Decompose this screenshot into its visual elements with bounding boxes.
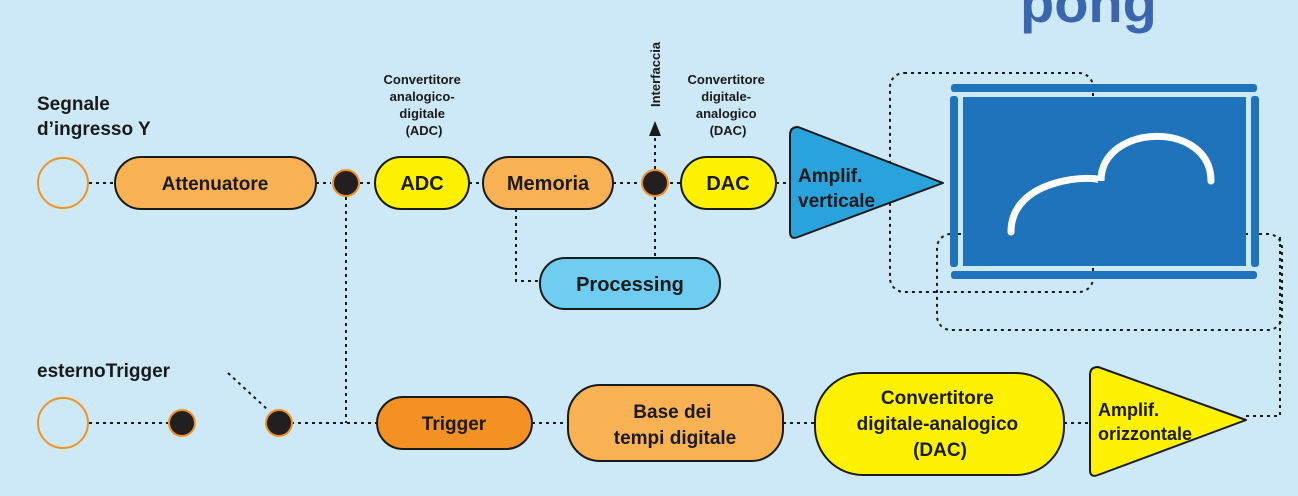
dac-label: DAC [706, 173, 749, 195]
sine-wave-trace [1007, 132, 1215, 236]
timebase-label: Base dei tempi digitale [614, 402, 736, 449]
attenuator-label: Attenuatore [162, 174, 269, 195]
trigger-block: Trigger [376, 396, 533, 450]
dac-block: DAC [680, 156, 777, 210]
external-trigger-terminal [37, 397, 89, 449]
interface-arrow [649, 121, 661, 136]
memory-block: Memoria [482, 156, 614, 210]
right-deflection-plate [1251, 96, 1259, 267]
processing-block: Processing [539, 257, 721, 310]
adc-block: ADC [374, 156, 470, 210]
memory-label: Memoria [507, 173, 590, 195]
external-trigger-label: esternoTrigger [37, 361, 171, 382]
horizontal-dac-block: Convertitore digitale-analogico (DAC) [814, 372, 1065, 476]
oscilloscope-screen [950, 84, 1259, 279]
timebase-block: Base dei tempi digitale [567, 384, 784, 462]
adc-label: ADC [400, 173, 443, 195]
processing-label: Processing [576, 274, 684, 296]
vertical-amplifier-label: Amplif. verticale [798, 166, 875, 212]
left-deflection-plate [950, 96, 958, 267]
input-y-terminal [37, 157, 89, 209]
screen-display [963, 97, 1246, 266]
horizontal-amplifier-label: Amplif. orizzontale [1098, 400, 1192, 444]
top-deflection-plate [951, 84, 1257, 92]
input-y-label: Segnale d’ingresso Y [37, 94, 151, 140]
attenuator-block: Attenuatore [114, 156, 317, 210]
vertical-amplifier: Amplif. verticale [789, 126, 944, 239]
dac-caption: Convertitore digitale- analogico (DAC) [688, 72, 769, 138]
horizontal-amplifier: Amplif. orizzontale [1089, 366, 1247, 477]
bottom-deflection-plate [951, 271, 1257, 279]
trigger-label: Trigger [422, 414, 487, 435]
horizontal-dac-label: Convertitore digitale-analogico (DAC) [857, 388, 1024, 461]
junction-nodes [168, 169, 669, 437]
header-title: pong [1020, 0, 1157, 34]
interface-label: Interfaccia [648, 41, 663, 107]
adc-caption: Convertitore analogico- digitale (ADC) [384, 72, 465, 138]
